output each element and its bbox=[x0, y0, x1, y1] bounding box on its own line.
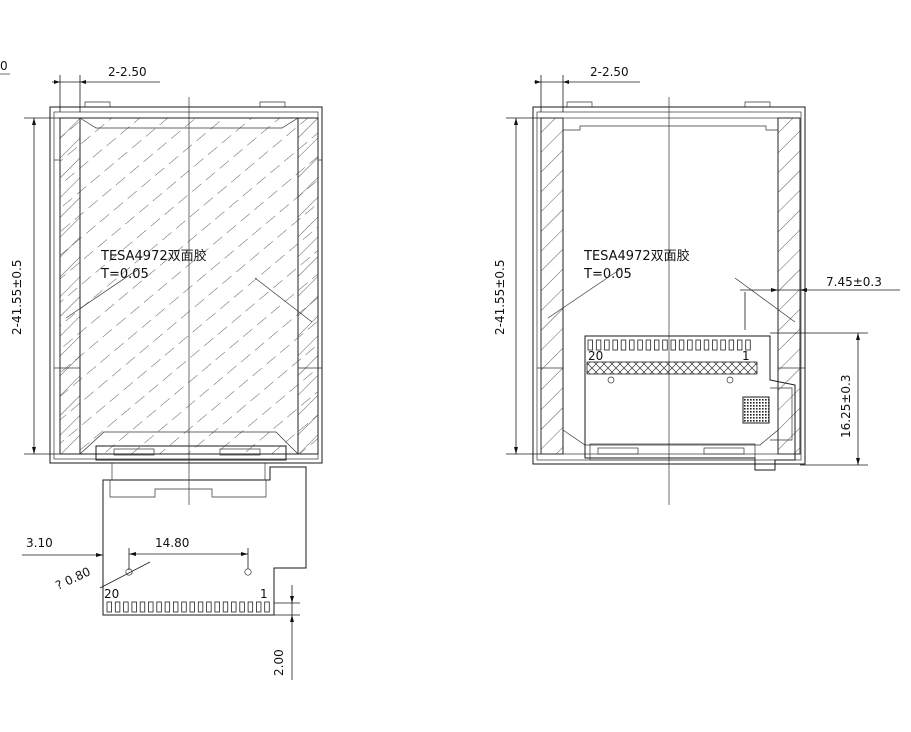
left-dim-tail: 2.00 bbox=[272, 649, 286, 676]
right-pin-first-label: 20 bbox=[588, 349, 603, 363]
right-adhesive-left bbox=[540, 117, 564, 455]
connector-pin bbox=[703, 339, 710, 351]
connector-pin bbox=[189, 601, 195, 613]
connector-pin bbox=[662, 339, 668, 351]
connector-pin bbox=[197, 601, 204, 613]
connector-pin bbox=[247, 601, 254, 613]
connector-pin bbox=[712, 339, 718, 351]
right-adhesive-right bbox=[777, 117, 801, 455]
right-stiffener bbox=[586, 361, 758, 375]
left-dim-hole-spacing: 14.80 bbox=[155, 536, 189, 550]
right-tape-label-2: T=0.05 bbox=[583, 267, 632, 282]
connector-pin bbox=[654, 339, 660, 351]
connector-pin bbox=[678, 339, 685, 351]
right-fpc-folded bbox=[584, 335, 796, 471]
connector-pin bbox=[131, 601, 137, 613]
connector-pin bbox=[745, 339, 751, 351]
connector-pin bbox=[164, 601, 171, 613]
connector-pin bbox=[139, 601, 146, 613]
connector-pin bbox=[687, 339, 693, 351]
connector-pin bbox=[595, 339, 602, 351]
right-locating-hole-2 bbox=[726, 376, 734, 384]
left-dim-hole-dia: ? 0.80 bbox=[53, 564, 92, 592]
connector-pin bbox=[720, 339, 726, 351]
connector-pin bbox=[148, 601, 154, 613]
right-dim-side: 7.45±0.3 bbox=[826, 275, 882, 289]
left-tape-label-1: TESA4972双面胶 bbox=[100, 248, 207, 264]
left-corner-label: 0 bbox=[0, 59, 8, 73]
connector-pin bbox=[728, 339, 735, 351]
connector-pin bbox=[587, 339, 593, 351]
left-pin-row bbox=[106, 601, 270, 613]
connector-pin bbox=[172, 601, 179, 613]
right-view: 20 1 2-2.50 2-41.55±0.5 TESA4972双面胶 T=0.… bbox=[493, 65, 900, 505]
connector-pin bbox=[222, 601, 229, 613]
right-tape-label-1: TESA4972双面胶 bbox=[583, 248, 690, 264]
left-module-outline bbox=[49, 106, 323, 464]
left-dim-height: 2-41.55±0.5 bbox=[10, 260, 24, 335]
left-locating-hole-2 bbox=[244, 568, 252, 576]
connector-pin bbox=[156, 601, 162, 613]
connector-pin bbox=[612, 339, 618, 351]
right-dim-height: 2-41.55±0.5 bbox=[493, 260, 507, 335]
connector-pin bbox=[214, 601, 220, 613]
connector-pin bbox=[620, 339, 627, 351]
connector-pin bbox=[695, 339, 701, 351]
connector-pin bbox=[239, 601, 245, 613]
connector-pin bbox=[114, 601, 121, 613]
connector-pin bbox=[123, 601, 129, 613]
connector-pin bbox=[737, 339, 743, 351]
right-locating-hole-1 bbox=[607, 376, 615, 384]
connector-pin bbox=[637, 339, 643, 351]
right-dim-top: 2-2.50 bbox=[590, 65, 629, 79]
connector-pin bbox=[645, 339, 652, 351]
left-pin-first-label: 20 bbox=[104, 587, 119, 601]
connector-pin bbox=[629, 339, 635, 351]
connector-pin bbox=[206, 601, 212, 613]
right-pin-last-label: 1 bbox=[742, 349, 750, 363]
left-dim-top: 2-2.50 bbox=[108, 65, 147, 79]
connector-pin bbox=[181, 601, 187, 613]
connector-pin bbox=[670, 339, 676, 351]
left-pin-last-label: 1 bbox=[260, 587, 268, 601]
left-fpc-tail bbox=[102, 466, 307, 616]
left-dim-hole-offset: 3.10 bbox=[26, 536, 53, 550]
right-ic-component bbox=[742, 396, 770, 424]
right-pin-row bbox=[587, 339, 751, 351]
connector-pin bbox=[264, 601, 270, 613]
connector-pin bbox=[604, 339, 610, 351]
left-view: 0 20 1 bbox=[0, 59, 323, 680]
connector-pin bbox=[106, 601, 112, 613]
connector-pin bbox=[231, 601, 237, 613]
left-tape-label-2: T=0.05 bbox=[100, 267, 149, 282]
connector-pin bbox=[255, 601, 262, 613]
right-dim-fpc-height: 16.25±0.3 bbox=[839, 375, 853, 439]
